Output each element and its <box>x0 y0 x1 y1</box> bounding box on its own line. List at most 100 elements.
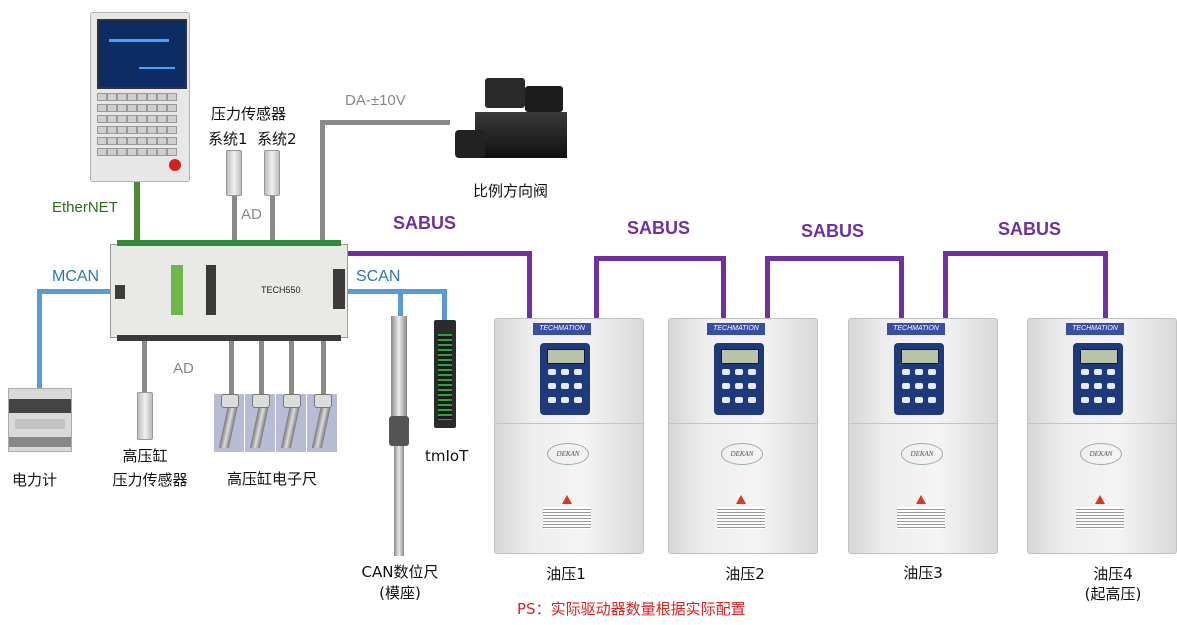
drive-key <box>561 383 569 389</box>
emergency-stop-icon <box>169 159 181 171</box>
hmi-key <box>107 137 117 145</box>
sabus-wire-1-h <box>346 251 532 256</box>
drive-key <box>574 369 582 375</box>
drive-logo: TECHMATION <box>887 323 945 335</box>
mcan-wire-vertical <box>37 289 42 389</box>
hmi-key <box>137 104 147 112</box>
system1-label: 系统1 <box>208 130 248 148</box>
can-ruler-label-1: CAN数位尺 <box>361 563 439 581</box>
drive-key <box>1107 397 1115 403</box>
drive-keypad <box>894 343 944 415</box>
hp-cylinder-ruler-2 <box>245 394 275 452</box>
drive-warning-text <box>1076 507 1124 529</box>
drive-3: TECHMATION DEKAN <box>848 318 998 554</box>
hmi-key <box>127 148 137 156</box>
ad-label-top: AD <box>241 206 262 223</box>
drive-keypad <box>540 343 590 415</box>
sabus-label-4: SABUS <box>998 219 1062 239</box>
hmi-key <box>147 104 157 112</box>
drive-warning-text <box>897 507 945 529</box>
hmi-key <box>97 115 107 123</box>
hp-cylinder-ruler-3 <box>276 394 306 452</box>
drive-key <box>735 369 743 375</box>
tech550-controller: TECH550 <box>110 240 348 341</box>
hmi-terminal <box>90 12 190 182</box>
drive-key <box>722 369 730 375</box>
hmi-key <box>157 148 167 156</box>
warning-icon <box>562 495 572 504</box>
drive-brand-mark: DEKAN <box>721 443 763 465</box>
scan-wire-to-tmiot <box>442 289 447 323</box>
drive-keypad <box>714 343 764 415</box>
controller-top-terminals <box>117 240 341 246</box>
mcan-wire-horizontal <box>37 289 113 294</box>
sabus-label-2: SABUS <box>627 218 691 238</box>
hp-sensor-wire <box>142 336 147 392</box>
drive-key <box>902 397 910 403</box>
drive-lcd <box>547 349 585 364</box>
drive-key <box>548 369 556 375</box>
drive-key <box>1094 383 1102 389</box>
scan-wire-horizontal <box>346 289 447 294</box>
drive-key <box>548 397 556 403</box>
drive-key <box>574 397 582 403</box>
drive-key <box>1081 397 1089 403</box>
system1-pressure-sensor <box>226 150 242 196</box>
drive-key <box>1081 383 1089 389</box>
drive-key <box>902 369 910 375</box>
tmiot-label: tmIoT <box>425 447 469 465</box>
hmi-key <box>107 104 117 112</box>
hmi-key <box>167 137 177 145</box>
da-wire-vertical <box>320 120 325 246</box>
hmi-key <box>117 115 127 123</box>
proportional-valve-image <box>455 72 575 180</box>
hmi-key <box>97 148 107 156</box>
drive-key <box>928 383 936 389</box>
hmi-key <box>167 115 177 123</box>
hmi-key <box>167 126 177 134</box>
drive-1: TECHMATION DEKAN <box>494 318 644 554</box>
ethernet-wire <box>134 178 140 246</box>
drive-4-sublabel: (起高压) <box>1084 585 1142 603</box>
hmi-key <box>97 104 107 112</box>
scan-wire-to-ruler <box>398 289 403 317</box>
drive-2-label: 油压2 <box>725 565 765 583</box>
hmi-key <box>127 126 137 134</box>
sabus-label-1: SABUS <box>393 213 457 233</box>
hmi-key <box>137 115 147 123</box>
hmi-key <box>157 93 167 101</box>
ruler-wire-3 <box>289 336 294 396</box>
hp-cylinder-label-1: 高压缸 <box>122 447 168 465</box>
hmi-key <box>157 115 167 123</box>
drive-lcd <box>901 349 939 364</box>
drive-key <box>1094 369 1102 375</box>
sabus-wire-2-h <box>594 256 726 261</box>
drive-lcd <box>721 349 759 364</box>
hmi-key <box>127 104 137 112</box>
ad-label-bottom: AD <box>173 360 194 377</box>
drive-key <box>915 397 923 403</box>
hp-cylinder-ruler-1 <box>214 394 244 452</box>
sabus-wire-3-v-left <box>765 256 770 319</box>
drive-key <box>902 383 910 389</box>
hmi-key <box>147 137 157 145</box>
drive-lcd <box>1080 349 1118 364</box>
drive-key <box>748 369 756 375</box>
hmi-key <box>127 115 137 123</box>
drive-key <box>1107 369 1115 375</box>
can-digital-ruler <box>385 316 413 556</box>
system2-label: 系统2 <box>257 130 297 148</box>
drive-1-label: 油压1 <box>546 565 586 583</box>
drive-key <box>1094 397 1102 403</box>
controller-bottom-terminals <box>117 335 341 341</box>
hmi-key <box>117 148 127 156</box>
hmi-key <box>117 93 127 101</box>
controller-port-left <box>115 285 125 299</box>
hmi-key <box>107 126 117 134</box>
hmi-key <box>167 104 177 112</box>
power-meter-label: 电力计 <box>12 471 58 489</box>
hmi-key <box>137 126 147 134</box>
hmi-key <box>127 93 137 101</box>
system2-pressure-sensor <box>264 150 280 196</box>
ruler-wire-1 <box>229 336 234 396</box>
